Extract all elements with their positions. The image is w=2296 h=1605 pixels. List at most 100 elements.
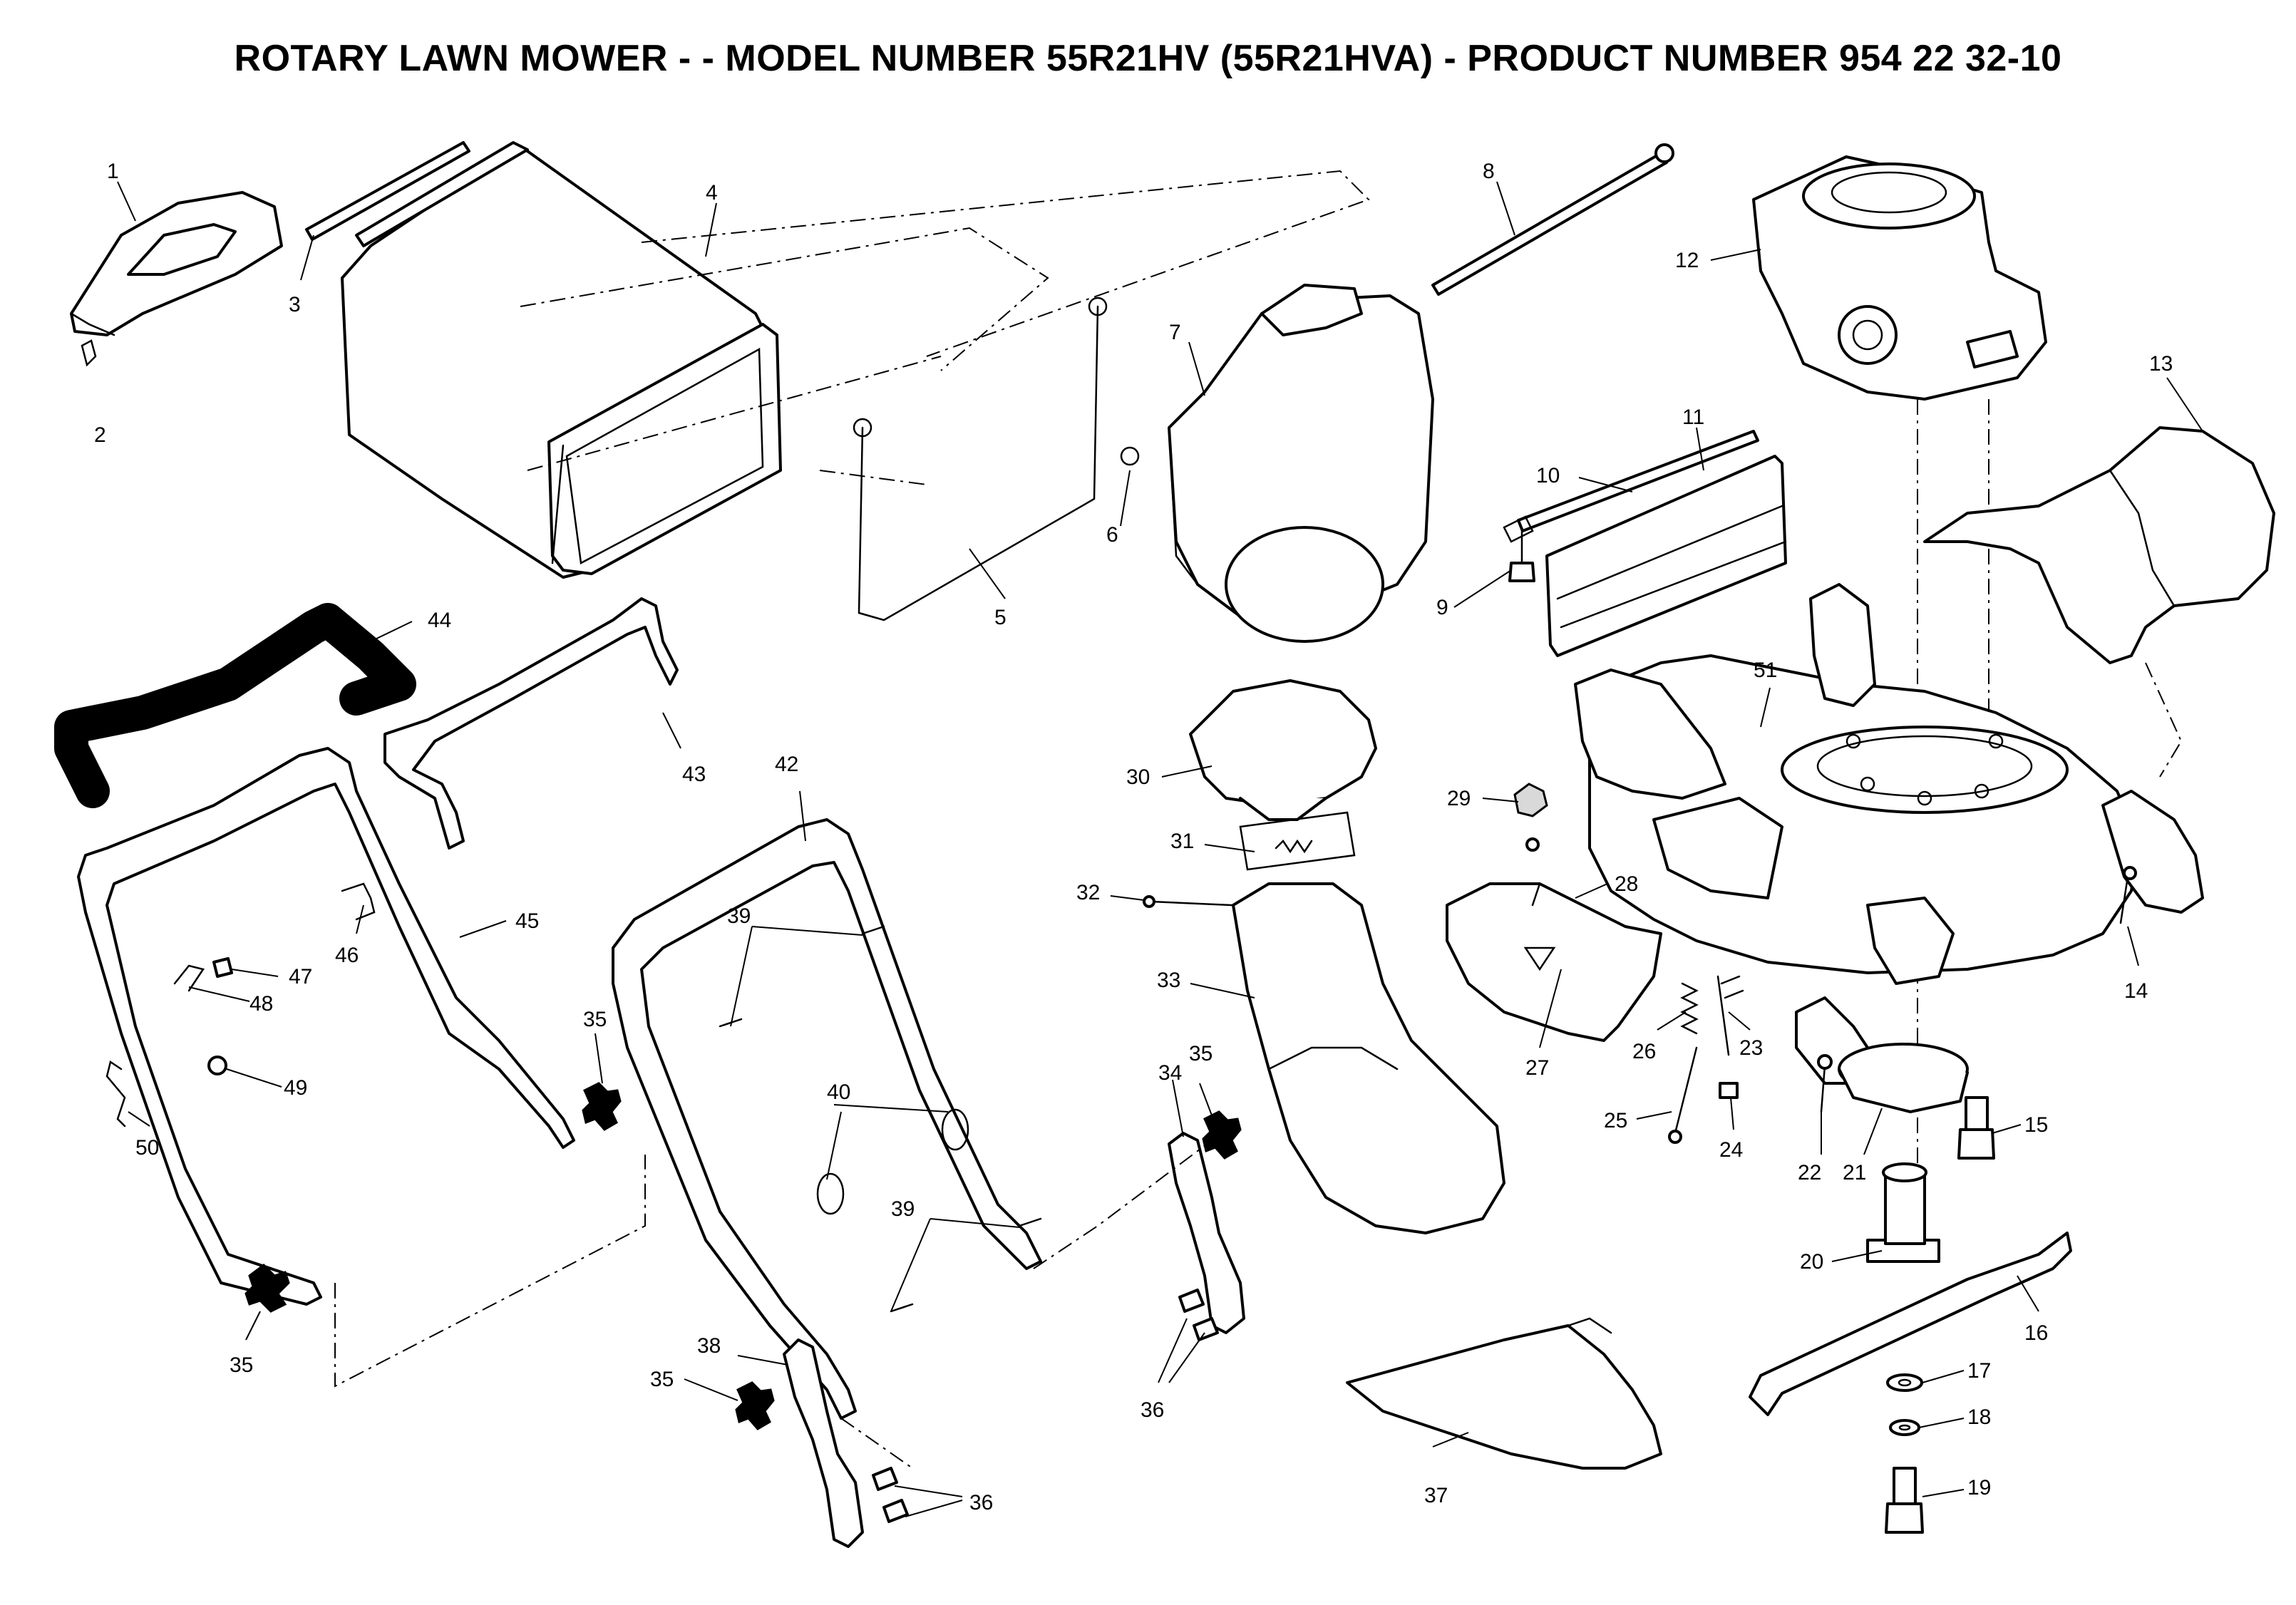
part-30-discharge-door [1189,679,1377,821]
part-13-baffle [1923,426,2275,664]
callout-48: 48 [249,992,273,1016]
callout-18: 18 [1967,1405,1991,1429]
callout-45: 45 [515,909,539,933]
callout-15: 15 [2024,1113,2048,1137]
part-14-screw [2119,866,2137,924]
callout-10: 10 [1536,464,1560,487]
part-1-bag-handle [70,191,283,336]
part-16-blade [1749,1232,2072,1416]
callout-8: 8 [1483,160,1495,183]
part-11-rear-shield [1545,455,1787,657]
callout-39-b: 39 [891,1197,915,1221]
part-42-lower-handle [612,818,1042,1420]
callout-3: 3 [289,293,301,316]
part-9-bolt [1508,526,1535,582]
callout-33: 33 [1157,969,1180,992]
part-21-blade-adapter-guard [1795,996,1969,1113]
part-10-rod [1503,430,1759,543]
callout-11: 11 [1682,406,1704,429]
callout-22: 22 [1798,1161,1821,1185]
callout-32: 32 [1076,881,1100,904]
part-39-bolts [719,925,1042,1313]
part-2-clip [81,339,97,367]
callout-5: 5 [994,606,1007,629]
callout-7: 7 [1169,321,1181,344]
part-35-knob-b [582,1082,622,1131]
part-36-bolts-a [1178,1289,1219,1341]
callout-1: 1 [107,160,119,183]
callout-23: 23 [1739,1036,1763,1060]
callout-35-c: 35 [1189,1042,1213,1065]
callout-44: 44 [428,609,451,632]
part-49-nut [207,1056,227,1075]
part-8-rod [1431,143,1674,296]
callout-21: 21 [1843,1161,1866,1185]
part-36-bolts-b [872,1467,909,1523]
callout-27: 27 [1525,1056,1549,1080]
callout-42: 42 [775,753,798,776]
callout-14: 14 [2124,979,2148,1003]
callout-16: 16 [2024,1321,2048,1345]
callout-26: 26 [1632,1040,1656,1063]
part-33-discharge-chute [1232,882,1505,1234]
callout-4: 4 [706,181,718,205]
part-28-mulch-cover [1531,882,1541,907]
callout-49: 49 [284,1076,307,1100]
part-34-bracket [1168,1132,1245,1334]
callout-6: 6 [1106,523,1118,547]
part-50-hook [105,1060,126,1127]
part-29-knob [1513,783,1548,852]
part-12-engine [1752,155,2047,401]
callout-2: 2 [94,423,106,447]
part-35-knob-a [244,1264,290,1313]
part-17-washer [1886,1373,1923,1392]
callout-12: 12 [1675,249,1699,272]
callout-31: 31 [1170,830,1194,853]
callout-labels: 1 2 3 4 5 6 7 8 9 10 11 12 13 14 15 16 1… [94,160,2173,1514]
part-35-knob-d [735,1381,775,1430]
part-48-bracket [173,964,205,992]
callout-19: 19 [1967,1476,1991,1500]
part-24-nut [1719,1082,1739,1099]
callout-36-a: 36 [1141,1398,1164,1422]
part-6-clip [1120,446,1140,466]
part-18-lockwasher [1889,1419,1920,1436]
callout-43: 43 [682,763,706,786]
part-5-bag-frame-wire [853,296,1108,621]
callout-47: 47 [289,965,312,989]
part-40-cable-ties [816,1108,969,1215]
callout-51: 51 [1754,659,1777,682]
callout-24: 24 [1719,1138,1743,1162]
leader-lines [117,181,2203,1517]
part-35-knob-c [1202,1110,1242,1160]
part-44-grip-foam [54,603,416,808]
callout-40: 40 [827,1080,850,1104]
callout-35-b: 35 [583,1008,607,1031]
callout-17: 17 [1967,1359,1991,1383]
part-20-adapter [1866,1162,1940,1263]
callout-30: 30 [1126,765,1150,789]
part-3-rod [305,141,470,241]
part-27-mulch-plug [1446,882,1662,1042]
diagram-title: ROTARY LAWN MOWER - - MODEL NUMBER 55R21… [234,38,2062,79]
part-45-upper-handle [77,747,575,1306]
callout-9: 9 [1436,596,1448,619]
part-22-screw [1817,1054,1833,1113]
callout-50: 50 [135,1136,159,1160]
part-25-pin [1668,1046,1698,1144]
callout-20: 20 [1800,1250,1823,1274]
part-26-spring [1680,982,1699,1035]
part-37-side-discharge [1346,1317,1662,1470]
callout-35-a: 35 [230,1353,253,1377]
part-31-door-spring [1239,811,1356,871]
callout-13: 13 [2149,352,2173,376]
part-23-spring-assembly [1716,975,1744,1056]
part-43-control-bail [383,597,679,850]
part-7-bag-cover [1168,284,1434,643]
callout-29: 29 [1447,787,1471,810]
callout-28: 28 [1615,872,1638,896]
callout-39-a: 39 [727,904,751,928]
callout-34: 34 [1158,1061,1182,1085]
